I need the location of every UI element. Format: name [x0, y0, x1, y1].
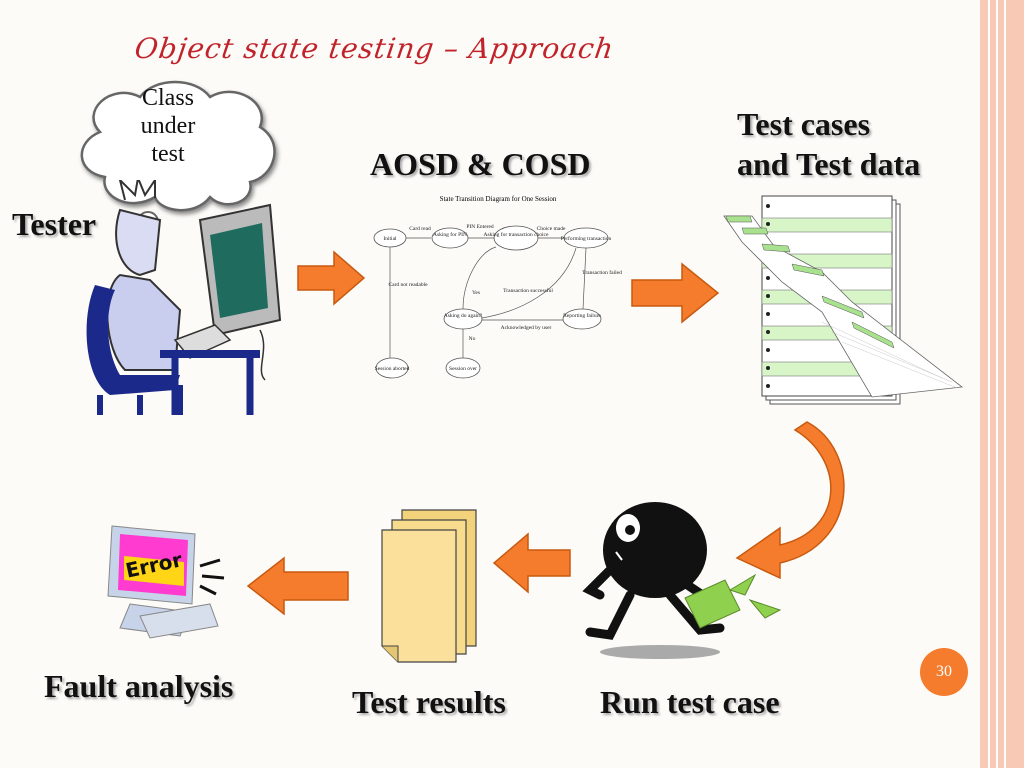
std-transition: Yes [472, 290, 480, 296]
flow-arrow-left [492, 532, 571, 594]
std-state: Asking do again? [444, 313, 483, 319]
std-transition: Card not readable [388, 282, 428, 288]
results-documents [381, 509, 477, 663]
flow-arrow-right [297, 250, 366, 306]
std-transition: Acknowledged by user [501, 325, 552, 331]
testcases-line: and Test data [737, 146, 921, 182]
fault-analysis-label: Fault analysis [44, 668, 234, 704]
std-title: State Transition Diagram for One Session [440, 195, 557, 203]
flow-arrow-left [246, 556, 349, 616]
std-transition: Transaction successful [503, 287, 553, 294]
std-state: Reporting failure [563, 312, 601, 319]
cloud-text: Class under test [120, 84, 216, 168]
state-transition-diagram: State Transition Diagram for One Session… [373, 195, 622, 379]
test-data-sheets [723, 195, 964, 405]
page-title: Object state testing – Approach [132, 32, 617, 65]
std-state: Session aborted [375, 366, 410, 372]
testcases-label: Test cases and Test data [737, 104, 920, 184]
aosd-cosd-label: AOSD & COSD [370, 146, 591, 182]
error-computer-illustration: Error [107, 525, 225, 639]
run-test-label: Run test case [600, 684, 780, 720]
tester-illustration [86, 180, 282, 415]
std-state: Initial [383, 236, 397, 242]
flow-arrow-curved [735, 421, 845, 580]
cloud-line: under [140, 113, 196, 139]
decorative-border [980, 0, 1024, 768]
runner-illustration [582, 502, 782, 659]
page-number-badge: 30 [920, 648, 968, 696]
std-state: Asking for PIN [433, 231, 467, 238]
tester-label: Tester [12, 206, 97, 242]
cloud-line: Class [141, 85, 194, 111]
testcases-line: Test cases [737, 106, 871, 142]
std-state: Session over [449, 366, 477, 372]
std-state: Performing transaction [561, 235, 612, 242]
cloud-line: test [151, 141, 185, 167]
std-transition: Choice made [537, 226, 566, 232]
std-transition: Transaction failed [582, 269, 622, 276]
std-state: Asking for transaction choice [484, 231, 549, 238]
test-results-label: Test results [352, 684, 506, 720]
std-transition: Card read [409, 226, 431, 232]
thought-cloud [80, 80, 276, 252]
flow-arrow-right [631, 262, 720, 324]
std-transition: No [469, 336, 476, 342]
std-transition: PIN Entered [466, 224, 494, 230]
